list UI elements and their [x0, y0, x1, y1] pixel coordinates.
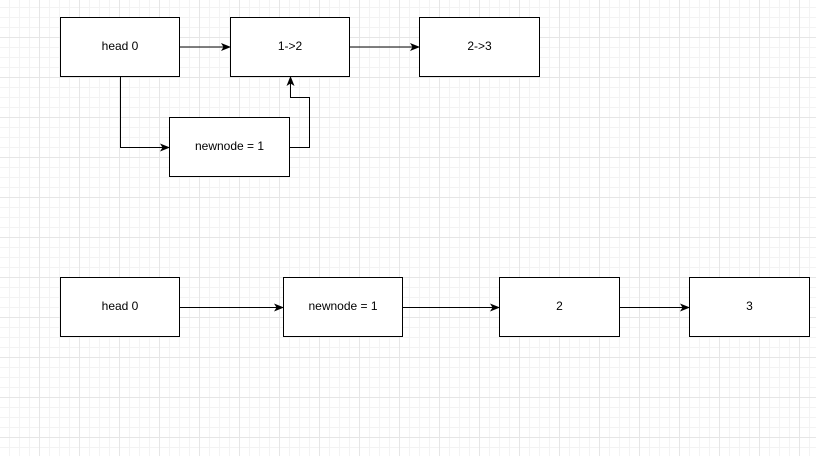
bottom-node-3[interactable]: 3: [689, 277, 810, 337]
top-node-2-to-3-label: 2->3: [467, 39, 492, 53]
top-node-newnode-label: newnode = 1: [195, 139, 264, 153]
bottom-node-newnode[interactable]: newnode = 1: [283, 277, 403, 337]
bottom-node-3-label: 3: [746, 299, 753, 313]
top-node-1-to-2-label: 1->2: [278, 39, 303, 53]
edge-head-to-newnode[interactable]: [120, 77, 170, 152]
bottom-node-newnode-label: newnode = 1: [308, 299, 377, 313]
bottom-node-2-label: 2: [556, 299, 563, 313]
top-node-head-label: head 0: [102, 39, 139, 53]
top-diagram: head 0 1->2 2->3 newnode = 1: [60, 17, 540, 177]
bottom-diagram: head 0 newnode = 1 2 3: [60, 277, 810, 337]
top-node-head[interactable]: head 0: [60, 17, 180, 77]
edge-newnode-to-1-to-2[interactable]: [286, 76, 310, 148]
top-node-1-to-2[interactable]: 1->2: [230, 17, 350, 77]
bottom-node-2[interactable]: 2: [499, 277, 620, 337]
bottom-node-head[interactable]: head 0: [60, 277, 180, 337]
top-node-newnode[interactable]: newnode = 1: [169, 117, 290, 177]
top-node-2-to-3[interactable]: 2->3: [419, 17, 540, 77]
bottom-node-head-label: head 0: [102, 299, 139, 313]
